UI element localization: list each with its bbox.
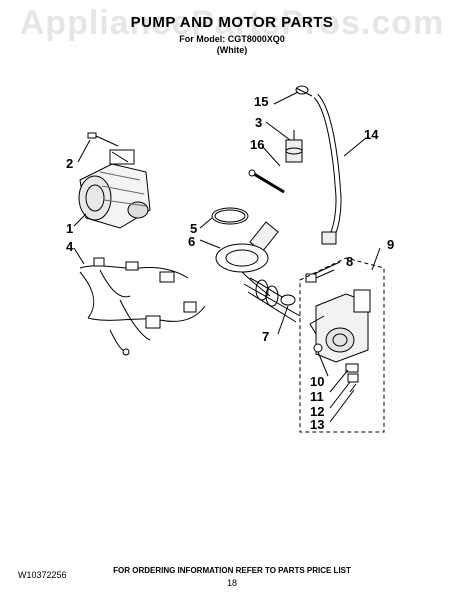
part-bolt bbox=[248, 169, 285, 194]
part-motor bbox=[78, 149, 151, 229]
callout-11: 11 bbox=[310, 389, 324, 404]
callout-7: 7 bbox=[262, 329, 270, 344]
callout-10: 10 bbox=[310, 374, 325, 389]
callout-1: 1 bbox=[66, 221, 74, 236]
ordering-note: FOR ORDERING INFORMATION REFER TO PARTS … bbox=[113, 566, 351, 575]
page-number: 18 bbox=[226, 578, 237, 588]
callout-6: 6 bbox=[188, 234, 196, 249]
callout-4: 4 bbox=[66, 239, 74, 254]
callout-8: 8 bbox=[346, 254, 354, 269]
part-screw bbox=[87, 132, 119, 147]
callout-5: 5 bbox=[190, 221, 198, 236]
part-drain-hose bbox=[313, 93, 342, 245]
callout-14: 14 bbox=[364, 127, 379, 142]
model-line: For Model: CGT8000XQ0 bbox=[179, 34, 285, 44]
part-gasket bbox=[280, 294, 296, 306]
page-title: PUMP AND MOTOR PARTS bbox=[130, 14, 334, 31]
part-seal bbox=[305, 269, 335, 283]
watermark: AppliancePartsPros.com bbox=[19, 4, 445, 42]
document-number: W10372256 bbox=[18, 570, 67, 580]
callout-3: 3 bbox=[255, 115, 263, 130]
part-hose-clamp bbox=[295, 85, 313, 97]
part-clamp-ring bbox=[211, 207, 249, 225]
part-sump-boot bbox=[215, 221, 301, 323]
callout-9: 9 bbox=[387, 237, 395, 252]
leader-lines bbox=[73, 91, 381, 423]
callout-2: 2 bbox=[66, 156, 74, 171]
part-pump-box bbox=[299, 257, 385, 433]
callout-15: 15 bbox=[254, 94, 269, 109]
callout-12: 12 bbox=[310, 404, 325, 419]
callout-13: 13 bbox=[310, 417, 325, 432]
part-hose-connector bbox=[285, 130, 303, 163]
color-line: (White) bbox=[216, 45, 248, 55]
part-wire-harness bbox=[79, 257, 206, 356]
callout-16: 16 bbox=[250, 137, 265, 152]
